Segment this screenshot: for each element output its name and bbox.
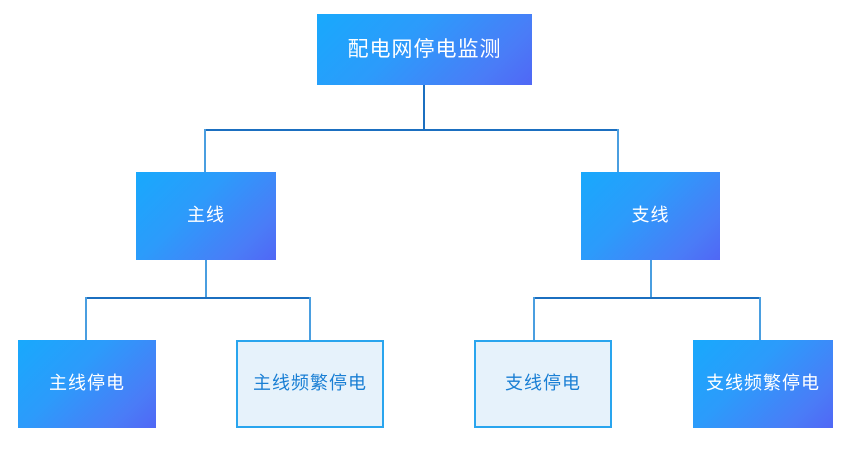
connector-drop-to-branch-frequent-outage [759,297,761,341]
connector-drop-to-main-line [204,129,206,173]
node-branch-line-frequent-outage[interactable]: 支线频繁停电 [693,340,833,428]
connector-branch-line-bar [533,297,761,299]
connector-drop-to-branch-line [617,129,619,173]
node-branch-line-outage[interactable]: 支线停电 [474,340,612,428]
connector-drop-to-branch-outage [533,297,535,341]
connector-main-line-stem [205,260,207,299]
node-main-line-outage[interactable]: 主线停电 [18,340,156,428]
connector-root-stem [423,85,425,131]
connector-main-line-bar [85,297,311,299]
connector-drop-to-main-outage [85,297,87,341]
connector-branch-line-stem [650,260,652,299]
node-branch-line[interactable]: 支线 [581,172,720,260]
node-main-line[interactable]: 主线 [136,172,276,260]
connector-drop-to-main-frequent-outage [309,297,311,341]
node-main-line-frequent-outage[interactable]: 主线频繁停电 [236,340,384,428]
connector-level2-bar [204,129,619,131]
node-root-distribution-network-outage-monitoring[interactable]: 配电网停电监测 [317,14,532,85]
